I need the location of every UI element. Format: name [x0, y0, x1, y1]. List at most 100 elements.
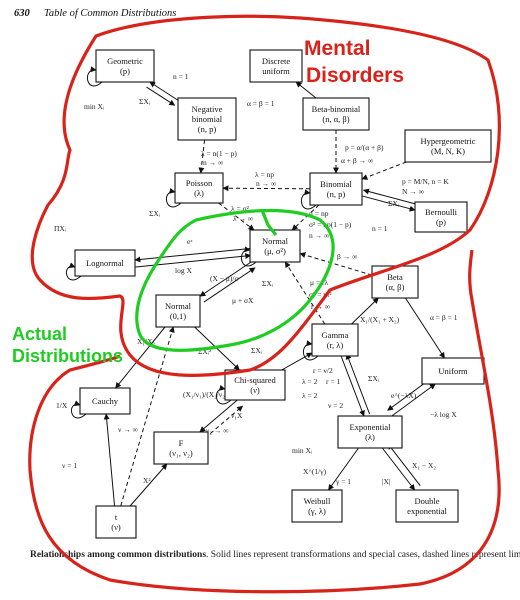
edge-beta-to-normal — [299, 252, 373, 276]
node-box — [79, 387, 131, 415]
node-beta-binomial: Beta-binomial(n, α, β) — [302, 97, 370, 131]
edge-negative-binomial-to-geometric — [149, 81, 179, 101]
node-label: Binomial — [320, 179, 352, 189]
node-bernoulli: Bernoulli(p) — [414, 201, 468, 233]
node-label: (λ) — [365, 432, 375, 442]
node-box — [153, 431, 209, 465]
edge-label: ν = 1 — [62, 461, 77, 470]
edge-label: ΣXᵢ — [388, 199, 400, 208]
node-label: Beta — [387, 272, 403, 282]
node-exponential: Exponential(λ) — [337, 415, 403, 449]
self-loop-lognormal — [65, 262, 82, 281]
page-number: 630 — [14, 8, 31, 19]
node-binomial: Binomial(n, p) — [309, 172, 363, 206]
edge-label: X² — [143, 476, 151, 485]
edge-label: β → ∞ — [337, 252, 357, 261]
self-loop-chi-squared — [216, 384, 232, 405]
node-label: Normal — [262, 236, 289, 246]
node-label: Lognormal — [86, 258, 124, 268]
edge-label: p = α/(α + β) — [345, 143, 384, 152]
self-loop-normal — [241, 246, 257, 267]
edge-beta-to-uniform — [405, 297, 445, 359]
edge-binomial-to-bernoulli — [361, 195, 416, 212]
node-std-normal: Normal(0,1) — [155, 294, 201, 328]
node-box — [224, 369, 286, 401]
edge-geometric-to-negative-binomial — [146, 86, 176, 106]
edge-chi-squared-to-gamma — [281, 352, 313, 371]
node-label: Normal — [165, 301, 192, 311]
edge-label: ΣXᵢ — [368, 374, 380, 383]
edge-label: r → ∞ — [311, 302, 330, 311]
node-label: Chi-squared — [234, 375, 276, 385]
edge-std-normal-to-normal — [203, 267, 256, 303]
self-loop-poisson — [166, 187, 182, 208]
edge-gamma-to-normal — [284, 261, 326, 325]
node-label: (0,1) — [170, 311, 186, 321]
self-loop-cauchy — [70, 400, 87, 419]
annotation-disorders: Disorders — [306, 64, 404, 87]
node-label: (n, α, β) — [322, 114, 349, 124]
edge-gamma-to-beta — [351, 297, 379, 325]
edge-label: ΣXᵢ — [262, 279, 274, 288]
node-box — [74, 249, 136, 277]
node-box — [395, 489, 459, 523]
edge-label: λ = 2 — [302, 377, 318, 386]
node-label: (n, p) — [327, 189, 346, 199]
node-label: Cauchy — [92, 396, 119, 406]
node-poisson: Poisson(λ) — [174, 172, 224, 204]
edge-label: μ = rλ — [310, 278, 328, 287]
edge-label: λ → ∞ — [233, 214, 253, 223]
self-loop-gamma — [303, 340, 319, 361]
node-label: Uniform — [438, 366, 468, 376]
node-label: binomial — [192, 114, 223, 124]
edge-lognormal-to-normal — [135, 253, 252, 268]
edge-label: min Xᵢ — [292, 446, 313, 455]
node-box — [95, 49, 155, 83]
edge-label: ν = 2 — [328, 401, 343, 410]
self-loop-binomial — [301, 189, 317, 210]
node-label: Double — [414, 496, 439, 506]
node-label: Bernoulli — [425, 207, 458, 217]
page-header-title: Table of Common Distributions — [44, 8, 176, 19]
edge-label: σ² = rλ² — [309, 290, 332, 299]
edge-label: ν₁X — [231, 411, 243, 420]
caption-rest: . Solid lines represent transformations … — [206, 549, 520, 560]
red-outline-bottom — [28, 249, 501, 594]
edge-label: (X − μ)/σ — [210, 274, 239, 283]
node-label: (γ, λ) — [308, 506, 326, 516]
node-box — [174, 172, 224, 204]
edge-label: n → ∞ — [256, 179, 276, 188]
node-box — [302, 97, 370, 131]
node-box — [404, 129, 492, 163]
caption-bold: Relationships among common distributions — [30, 550, 206, 560]
node-box — [309, 172, 363, 206]
edge-label: (X₁/ν₁)/(X₂/ν₂) — [183, 390, 228, 399]
node-weibull: Weibull(γ, λ) — [291, 489, 343, 523]
edge-label: n → ∞ — [203, 158, 223, 167]
edge-label: ΣXᵢ — [139, 97, 151, 106]
node-label: (μ, σ²) — [264, 246, 286, 256]
node-label: Geometric — [107, 56, 143, 66]
edge-poisson-to-normal — [218, 202, 255, 231]
node-box — [421, 357, 485, 385]
edge-label: ΣXᵢ — [251, 346, 263, 355]
node-label: (n, p) — [198, 124, 217, 134]
node-label: Hypergeometric — [420, 136, 475, 146]
edge-negative-binomial-to-poisson — [198, 139, 206, 174]
node-box — [95, 505, 137, 539]
node-box — [177, 97, 237, 141]
edge-label: e^(−λX) — [391, 391, 417, 400]
node-box — [337, 415, 403, 449]
edge-exponential-to-weibull — [328, 447, 359, 491]
node-label: (p) — [120, 66, 130, 76]
edge-label: α + β → ∞ — [341, 156, 373, 165]
annotation-mental: Mental — [304, 37, 371, 60]
node-hypergeometric: Hypergeometric(M, N, K) — [404, 129, 492, 163]
node-label: Discrete — [262, 56, 291, 66]
annotation-actual: Actual — [12, 324, 67, 344]
edge-label: p = M/N, n = K — [402, 177, 449, 186]
edge-label: X₁ − X₂ — [412, 461, 436, 470]
node-label: t — [115, 512, 118, 522]
